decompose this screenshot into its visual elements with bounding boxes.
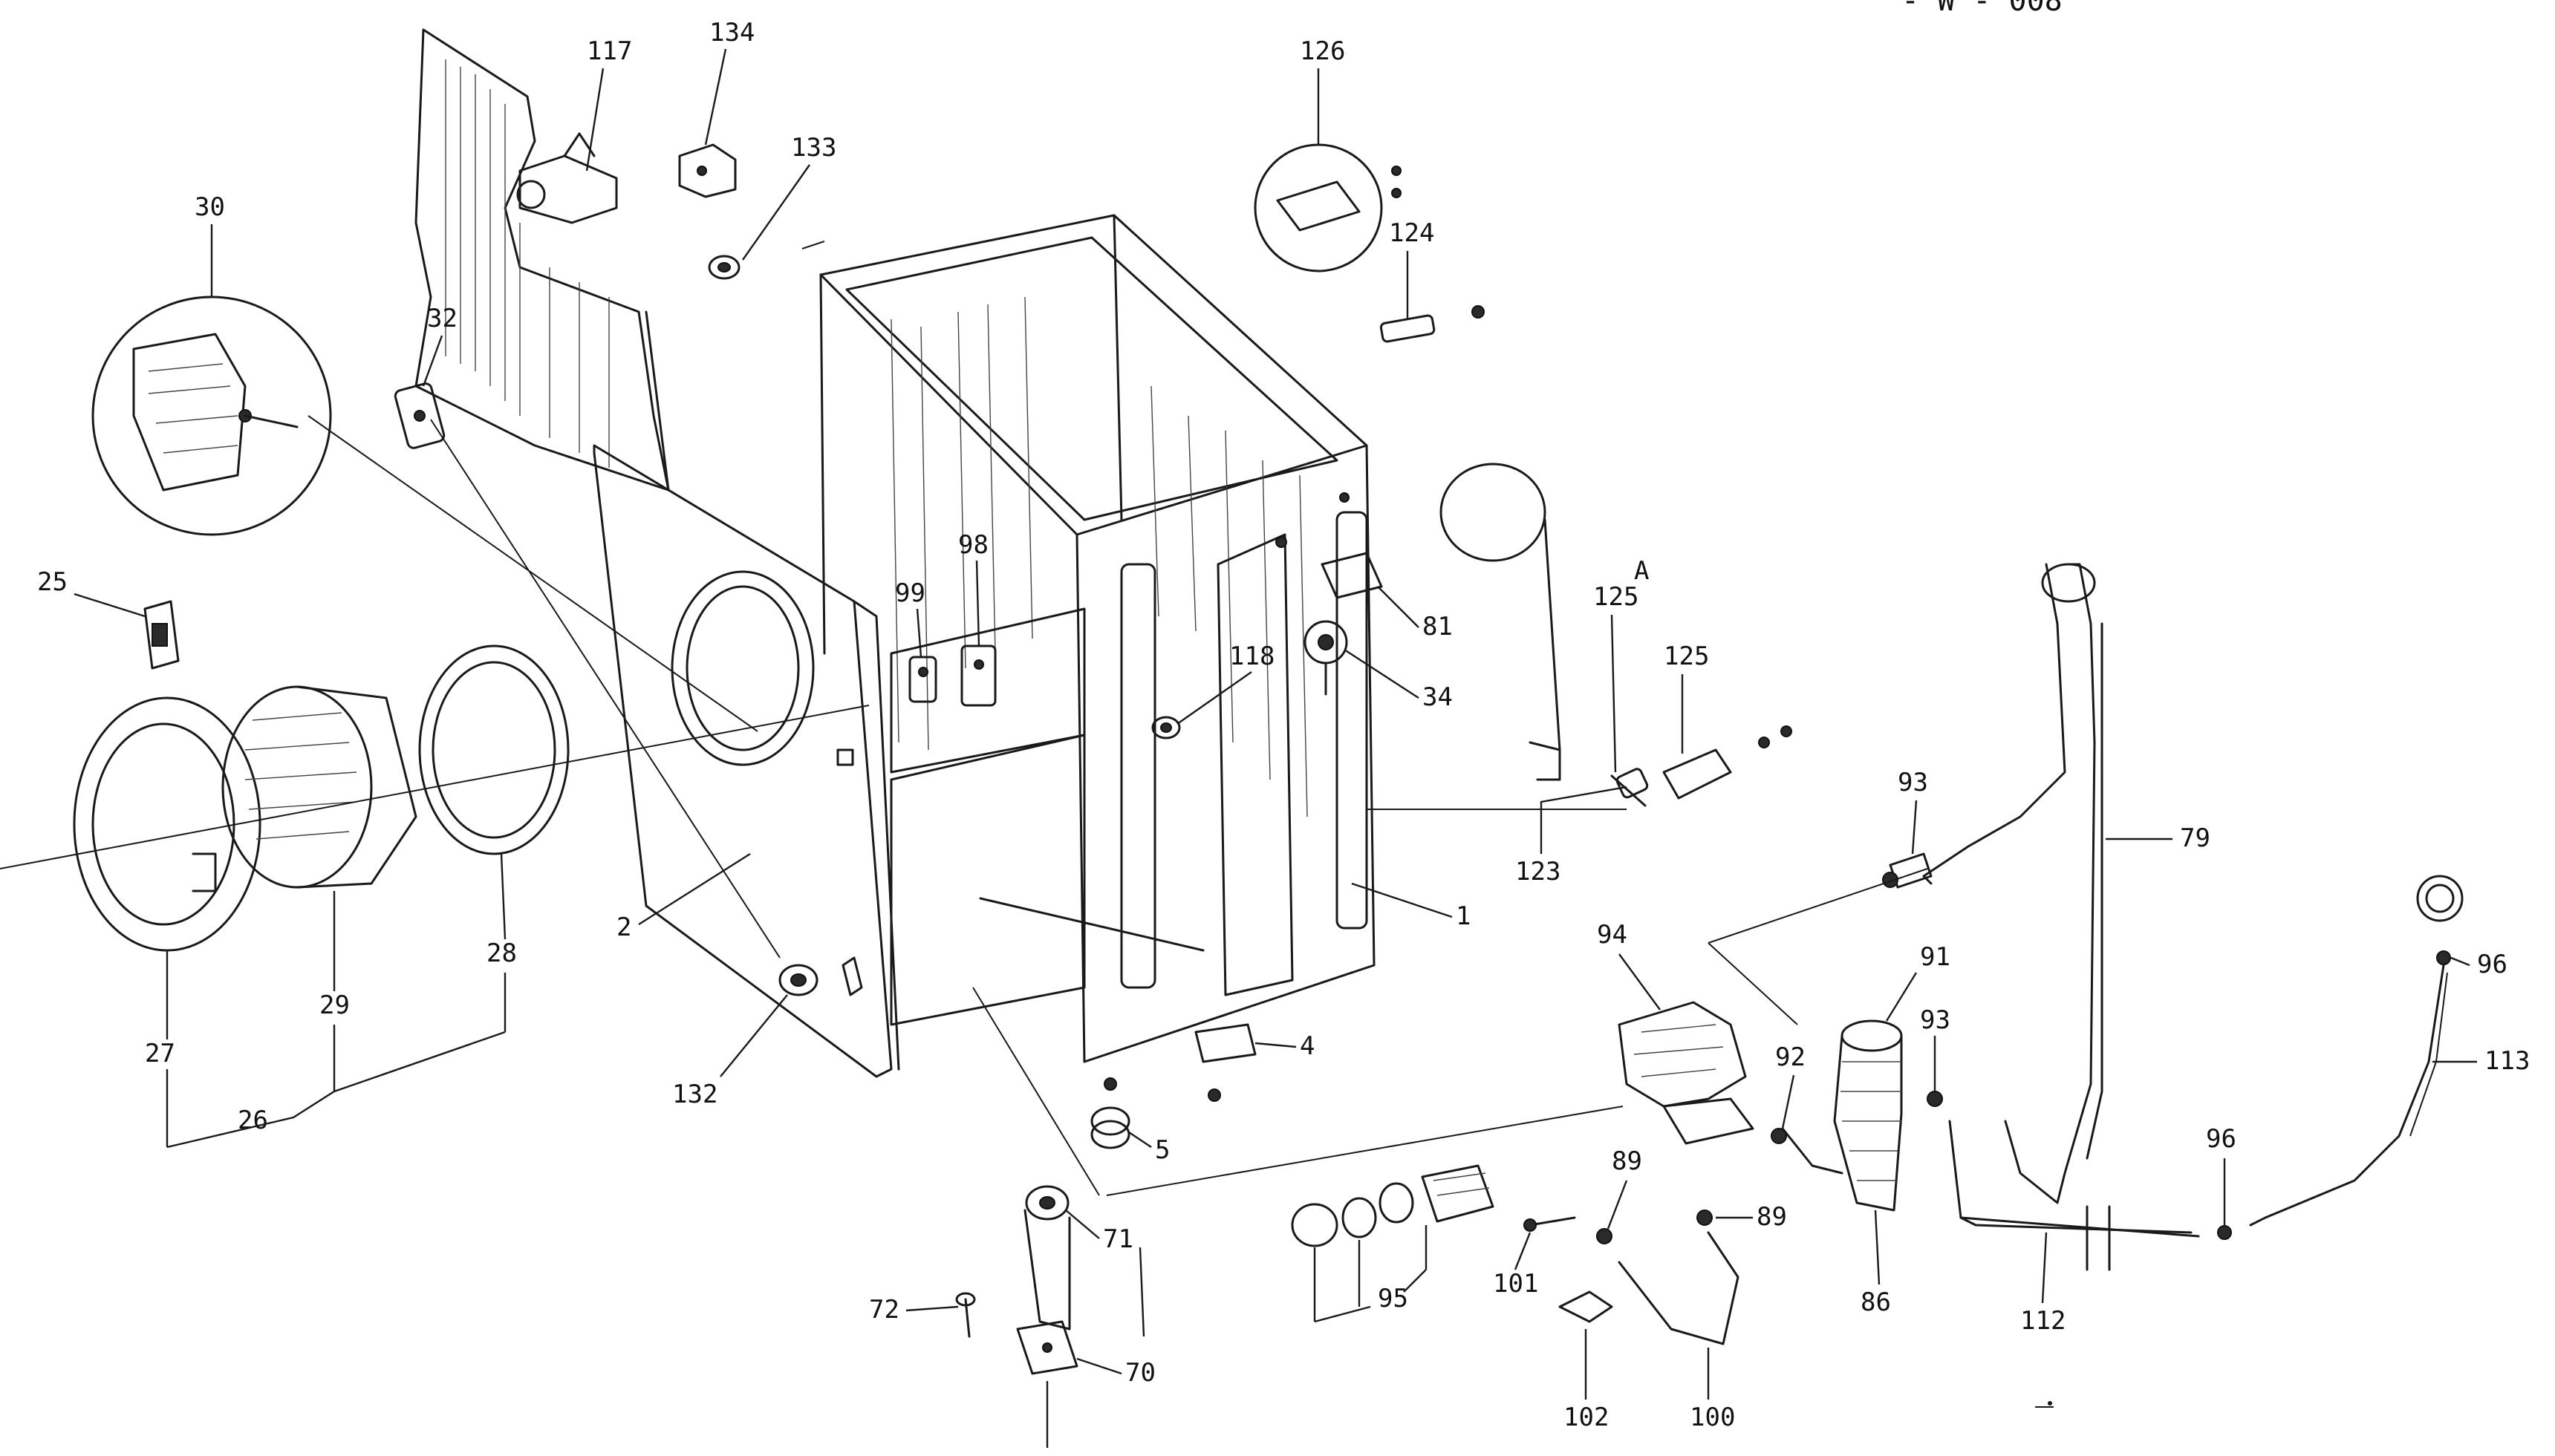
label-70: 70 bbox=[1125, 1358, 1156, 1388]
leader-pump-hose bbox=[1708, 868, 1928, 944]
part-95-filter-assembly bbox=[1291, 1164, 1494, 1247]
part-28-inner-ring bbox=[418, 644, 570, 855]
label-26: 26 bbox=[238, 1106, 268, 1135]
label-29: 29 bbox=[319, 990, 350, 1020]
label-102: 102 bbox=[1563, 1403, 1609, 1432]
leader-32-to-knob bbox=[430, 419, 781, 959]
callout-labels: 117 134 133 126 124 30 32 25 99 98 118 8… bbox=[37, 18, 2530, 1448]
part-112-tube bbox=[1948, 1120, 2200, 1271]
cabinet-frame bbox=[819, 214, 1376, 1063]
label-125-a: 125 bbox=[1593, 582, 1638, 612]
part-70-71-hinge bbox=[1016, 1185, 1078, 1375]
part-96-clip-upper bbox=[2416, 875, 2464, 965]
part-134-bracket bbox=[678, 143, 737, 198]
label-25: 25 bbox=[37, 567, 68, 597]
label-2: 2 bbox=[616, 913, 631, 942]
leader-frame-hinge bbox=[972, 987, 1100, 1196]
label-132: 132 bbox=[672, 1080, 717, 1109]
part-34-connector bbox=[1303, 620, 1348, 696]
label-98: 98 bbox=[958, 530, 989, 560]
label-112: 112 bbox=[2020, 1306, 2066, 1336]
label-101: 101 bbox=[1493, 1269, 1538, 1299]
part-4-foot-plate bbox=[1194, 1023, 1257, 1102]
part-89-clips bbox=[1596, 1209, 1713, 1244]
label-96-a: 96 bbox=[2477, 950, 2507, 979]
label-27: 27 bbox=[145, 1039, 175, 1068]
label-30: 30 bbox=[195, 192, 225, 222]
label-117: 117 bbox=[587, 36, 632, 66]
label-93-a: 93 bbox=[1898, 768, 1928, 797]
label-100: 100 bbox=[1690, 1403, 1735, 1432]
part-125-suppressor bbox=[1610, 725, 1792, 807]
part-101-screw bbox=[1523, 1216, 1576, 1232]
part-117-hinge bbox=[516, 132, 618, 224]
label-72: 72 bbox=[869, 1295, 899, 1325]
part-96-clip-lower bbox=[2217, 1225, 2232, 1240]
leader-30-to-panel bbox=[307, 415, 758, 732]
part-72-screw bbox=[955, 1292, 976, 1338]
label-5: 5 bbox=[1155, 1135, 1170, 1165]
label-91: 91 bbox=[1920, 942, 1950, 972]
label-93-b: 93 bbox=[1920, 1005, 1950, 1035]
label-99: 99 bbox=[895, 578, 925, 608]
leader-frame-pump bbox=[1106, 1106, 1624, 1196]
label-71: 71 bbox=[1103, 1224, 1133, 1254]
label-133: 133 bbox=[791, 133, 836, 163]
drum-hose-loop bbox=[1439, 463, 1561, 781]
part-5-foot bbox=[1090, 1077, 1130, 1149]
label-95: 95 bbox=[1378, 1284, 1408, 1313]
label-123: 123 bbox=[1515, 857, 1560, 887]
part-81-bracket bbox=[1275, 492, 1383, 599]
label-1: 1 bbox=[1456, 901, 1471, 931]
label-125-b: 125 bbox=[1664, 642, 1709, 671]
part-86-drain-hose bbox=[1781, 1019, 1903, 1212]
part-25-catch bbox=[143, 600, 180, 670]
part-126-detail-circle bbox=[1254, 143, 1402, 272]
part-30-detail-circle bbox=[91, 296, 332, 536]
label-92: 92 bbox=[1775, 1042, 1806, 1072]
part-118-fixing bbox=[1151, 716, 1181, 740]
part-100-hose bbox=[1618, 1231, 1739, 1345]
part-94-pump bbox=[1618, 1001, 1754, 1145]
part-2-front-panel bbox=[593, 444, 900, 1078]
label-86: 86 bbox=[1861, 1287, 1891, 1317]
label-89-b: 89 bbox=[1757, 1202, 1787, 1232]
part-102-clamp bbox=[1558, 1290, 1613, 1323]
part-93-clip-lower bbox=[1927, 1091, 1943, 1107]
label-124: 124 bbox=[1389, 218, 1434, 248]
label-89-a: 89 bbox=[1612, 1146, 1642, 1176]
label-126: 126 bbox=[1300, 36, 1345, 66]
part-32-plate bbox=[394, 382, 446, 449]
label-28: 28 bbox=[486, 938, 517, 968]
label-34: 34 bbox=[1422, 682, 1453, 712]
leader-pump-hose-b bbox=[1708, 942, 1798, 1025]
part-98-99-brackets bbox=[890, 607, 1086, 774]
label-113: 113 bbox=[2484, 1046, 2530, 1076]
part-132-knob bbox=[778, 956, 863, 996]
stray-dot bbox=[2048, 1401, 2052, 1406]
label-79: 79 bbox=[2180, 823, 2210, 853]
door-axis-line bbox=[0, 705, 870, 869]
part-113-hose bbox=[2249, 964, 2448, 1227]
back-panel bbox=[414, 28, 670, 492]
label-4: 4 bbox=[1300, 1031, 1315, 1061]
part-133-grommet bbox=[708, 241, 825, 280]
label-118: 118 bbox=[1229, 642, 1275, 671]
label-134: 134 bbox=[709, 18, 755, 48]
part-79-hose bbox=[1922, 563, 2103, 1204]
label-94: 94 bbox=[1597, 920, 1627, 950]
label-A: A bbox=[1634, 556, 1649, 586]
part-29-door-glass bbox=[221, 685, 417, 889]
page-code: - W - 008 bbox=[1901, 0, 2063, 18]
label-81: 81 bbox=[1422, 612, 1453, 642]
label-32: 32 bbox=[427, 304, 458, 333]
cabinet-bottom-frame bbox=[890, 734, 1205, 1026]
part-124-clip bbox=[1379, 305, 1485, 343]
part-92-clip bbox=[1771, 1128, 1787, 1144]
label-96-b: 96 bbox=[2206, 1124, 2236, 1154]
